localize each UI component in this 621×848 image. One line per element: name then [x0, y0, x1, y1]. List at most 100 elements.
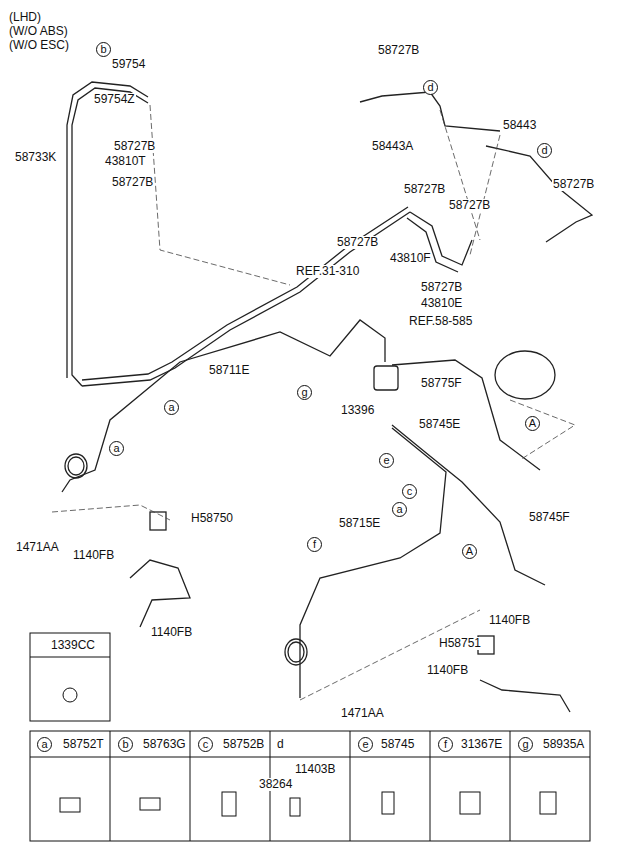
part-number: 1140FB: [488, 614, 531, 627]
callout-circle: b: [118, 737, 133, 752]
part-number: 58443: [502, 119, 537, 132]
brake-hose: [360, 92, 500, 131]
table-box: [30, 633, 110, 721]
clip-icon: [460, 792, 480, 814]
tables: [30, 633, 590, 841]
part-number: 43810T: [104, 155, 147, 168]
part-number: 43810E: [420, 297, 463, 310]
pipe-coil: [285, 639, 307, 665]
part-number: 1339CC: [50, 639, 96, 652]
pipe: [62, 320, 385, 492]
part-number: 58727B: [403, 183, 446, 196]
callout-circle: e: [379, 453, 394, 468]
callout-letter: d: [541, 145, 547, 156]
part-number: 11403B: [294, 763, 336, 776]
brake-hose: [486, 146, 592, 242]
part-number: 58727B: [113, 140, 156, 153]
clip-icon: [290, 798, 300, 816]
callout-circle: d: [537, 143, 552, 158]
proportioning-valve: [374, 366, 398, 390]
callout-letter: b: [100, 44, 106, 55]
pipe-coil: [288, 642, 304, 662]
callout-letter: a: [168, 402, 174, 413]
clip-icon: [540, 792, 556, 814]
part-number: 58727B: [111, 176, 154, 189]
part-number: 13396: [340, 404, 375, 417]
part-number: 58763G: [142, 738, 187, 751]
clip-icon: [382, 792, 394, 814]
part-number: 1140FB: [72, 549, 115, 562]
part-number: 38264: [258, 778, 293, 791]
chain-line: [300, 610, 480, 700]
pipe: [300, 428, 446, 698]
chain-lines: [52, 105, 575, 700]
callout-letter: e: [362, 739, 368, 750]
callout-letter: f: [313, 539, 316, 550]
callout-letter: A: [529, 418, 536, 429]
callout-letter: d: [427, 82, 433, 93]
part-number: (W/O ESC): [8, 39, 70, 52]
callout-letter: g: [301, 387, 307, 398]
part-number: 58745: [380, 738, 415, 751]
table-rule: [190, 731, 191, 841]
master-cylinder: [495, 351, 555, 399]
callout-circle: d: [423, 80, 438, 95]
callout-letter: f: [444, 739, 447, 750]
part-number: 58752B: [222, 738, 265, 751]
table-rule: [350, 731, 351, 841]
part-number: 31367E: [460, 738, 503, 751]
callout-letter: b: [122, 739, 128, 750]
callout-circle: c: [402, 484, 417, 499]
part-number: 58727B: [420, 281, 463, 294]
callout-letter: a: [41, 739, 47, 750]
brake-hose: [480, 680, 570, 712]
part-number: 1140FB: [426, 664, 469, 677]
callout-circle: g: [518, 737, 533, 752]
part-number: 1471AA: [340, 707, 385, 720]
callout-letter: a: [396, 504, 402, 515]
part-number: REF.31-310: [295, 265, 360, 278]
callout-circle: A: [525, 416, 540, 431]
part-number: d: [276, 738, 285, 751]
pipe-coil: [68, 457, 84, 475]
part-number: 58935A: [542, 738, 585, 751]
part-number: 58733K: [14, 151, 57, 164]
part-number: 58727B: [448, 199, 491, 212]
table-rule: [30, 757, 590, 758]
part-number: 58727B: [377, 44, 420, 57]
part-number: H58750: [190, 512, 234, 525]
part-number: 58715E: [338, 517, 381, 530]
bracket: [150, 512, 166, 530]
table-rule: [510, 731, 511, 841]
part-number: 59754Z: [93, 93, 136, 106]
part-number: 43810F: [389, 252, 432, 265]
callout-circle: A: [462, 544, 477, 559]
part-number: REF.58-585: [408, 315, 473, 328]
callout-letter: c: [407, 486, 413, 497]
pipe: [82, 207, 408, 380]
table-box: [30, 731, 590, 841]
clip-icon: [140, 798, 160, 810]
callout-letter: e: [383, 455, 389, 466]
callout-circle: c: [198, 737, 213, 752]
pipe: [72, 88, 148, 386]
callout-circle: g: [297, 385, 312, 400]
part-number: 58727B: [552, 178, 595, 191]
callout-letter: c: [203, 739, 209, 750]
part-number: 58727B: [336, 236, 379, 249]
part-number: 58443A: [371, 140, 414, 153]
pipe: [82, 212, 410, 386]
table-rule: [430, 731, 431, 841]
callout-circle: f: [438, 737, 453, 752]
brake-hose: [130, 560, 190, 627]
pipe-coil: [65, 454, 87, 478]
grommet-icon: [63, 688, 77, 702]
part-number: 1471AA: [15, 541, 60, 554]
table-rule: [30, 657, 110, 658]
pipe: [392, 360, 540, 470]
clip-icon: [60, 798, 80, 812]
callout-letter: A: [466, 546, 473, 557]
callout-circle: a: [164, 400, 179, 415]
chain-line: [470, 135, 500, 255]
pipe: [392, 425, 545, 585]
